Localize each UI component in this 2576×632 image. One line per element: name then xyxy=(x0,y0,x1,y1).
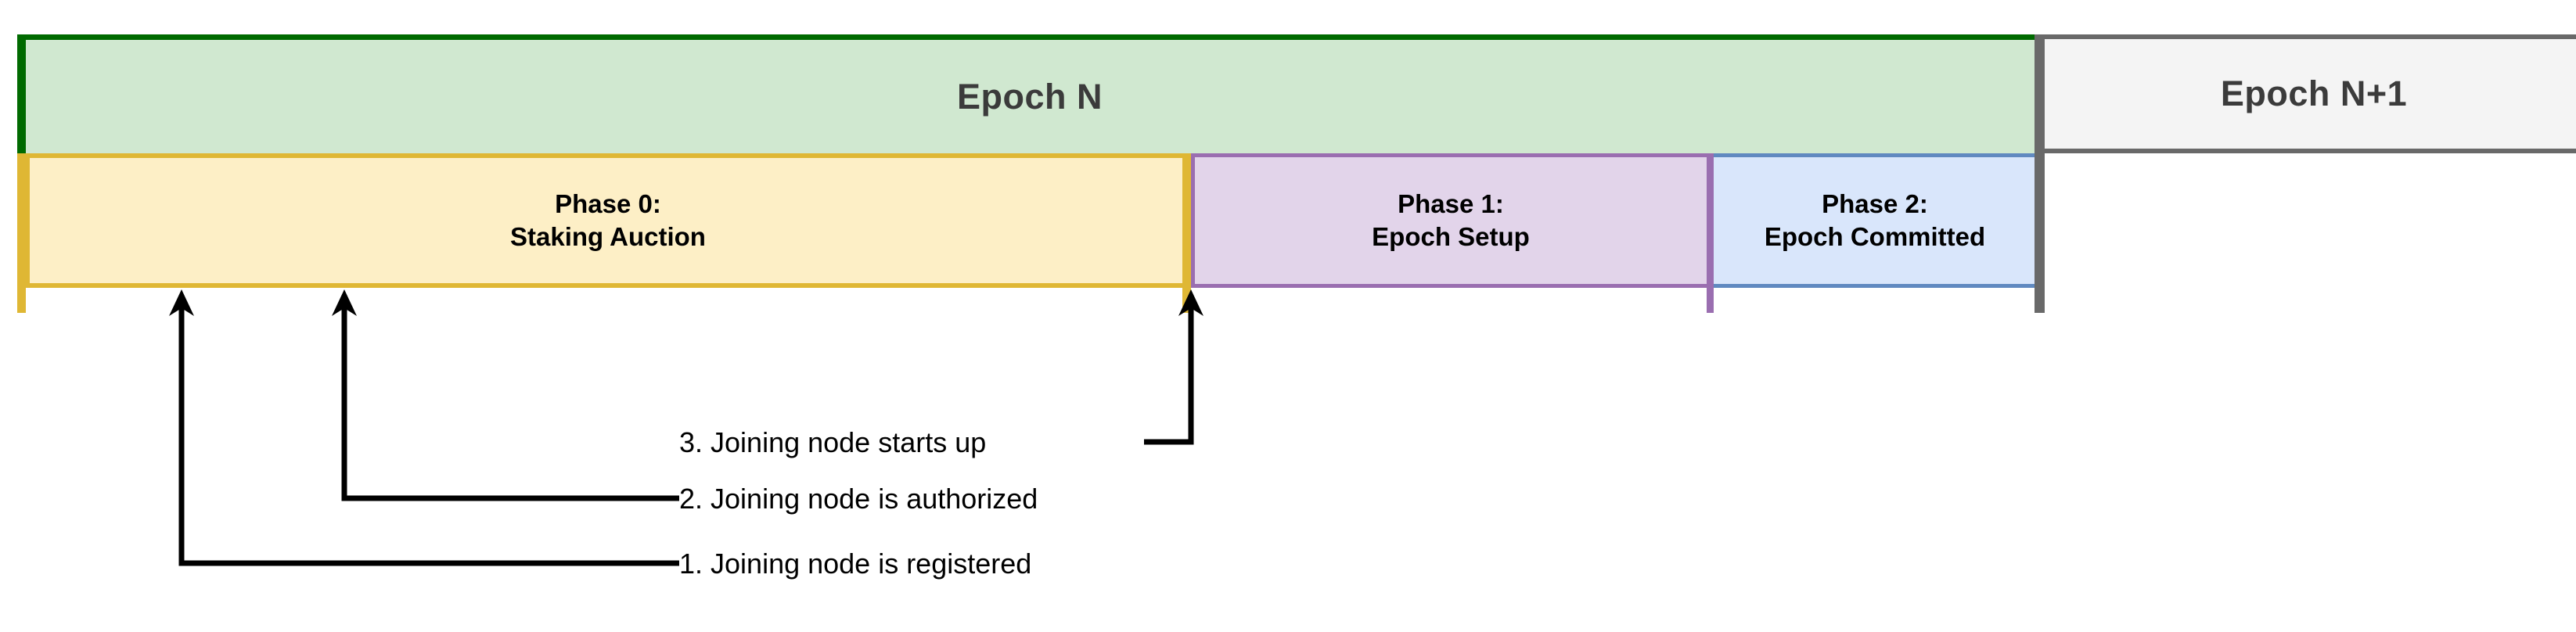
annotation-2-label: 2. Joining node is authorized xyxy=(679,483,1038,515)
annotation-1-label: 1. Joining node is registered xyxy=(679,548,1032,580)
phase-0-box: Phase 0: Staking Auction xyxy=(25,153,1191,288)
epoch-n-box: Epoch N xyxy=(25,34,2035,153)
epoch-n-plus-1-box: Epoch N+1 xyxy=(2044,34,2576,153)
phase-0-subtitle: Staking Auction xyxy=(510,222,706,251)
phase-0-start-marker xyxy=(17,153,26,313)
phase-2-box: Phase 2: Epoch Committed xyxy=(1711,153,2039,288)
phase-1-box: Phase 1: Epoch Setup xyxy=(1191,153,1711,288)
leader-line-3 xyxy=(1144,289,1203,445)
phase-1-end-marker xyxy=(1707,153,1714,313)
phase-0-title: Phase 0: xyxy=(555,189,661,218)
phase-1-label: Phase 1: Epoch Setup xyxy=(1372,188,1530,253)
phase-0-label: Phase 0: Staking Auction xyxy=(510,188,706,253)
phase-2-label: Phase 2: Epoch Committed xyxy=(1765,188,1985,253)
epoch-start-marker xyxy=(17,34,26,153)
phase-2-subtitle: Epoch Committed xyxy=(1764,222,1986,251)
phase-1-title: Phase 1: xyxy=(1398,189,1504,218)
leader-line-1 xyxy=(169,289,679,566)
phase-1-subtitle: Epoch Setup xyxy=(1372,222,1530,251)
epoch-divider-marker xyxy=(2035,34,2045,313)
phase-0-end-marker xyxy=(1182,153,1191,313)
annotation-3-label: 3. Joining node starts up xyxy=(679,426,987,458)
phase-2-title: Phase 2: xyxy=(1822,189,1928,218)
epoch-n-plus-1-label: Epoch N+1 xyxy=(2220,74,2408,113)
epoch-n-label: Epoch N xyxy=(956,76,1103,117)
leader-line-2 xyxy=(332,289,679,501)
